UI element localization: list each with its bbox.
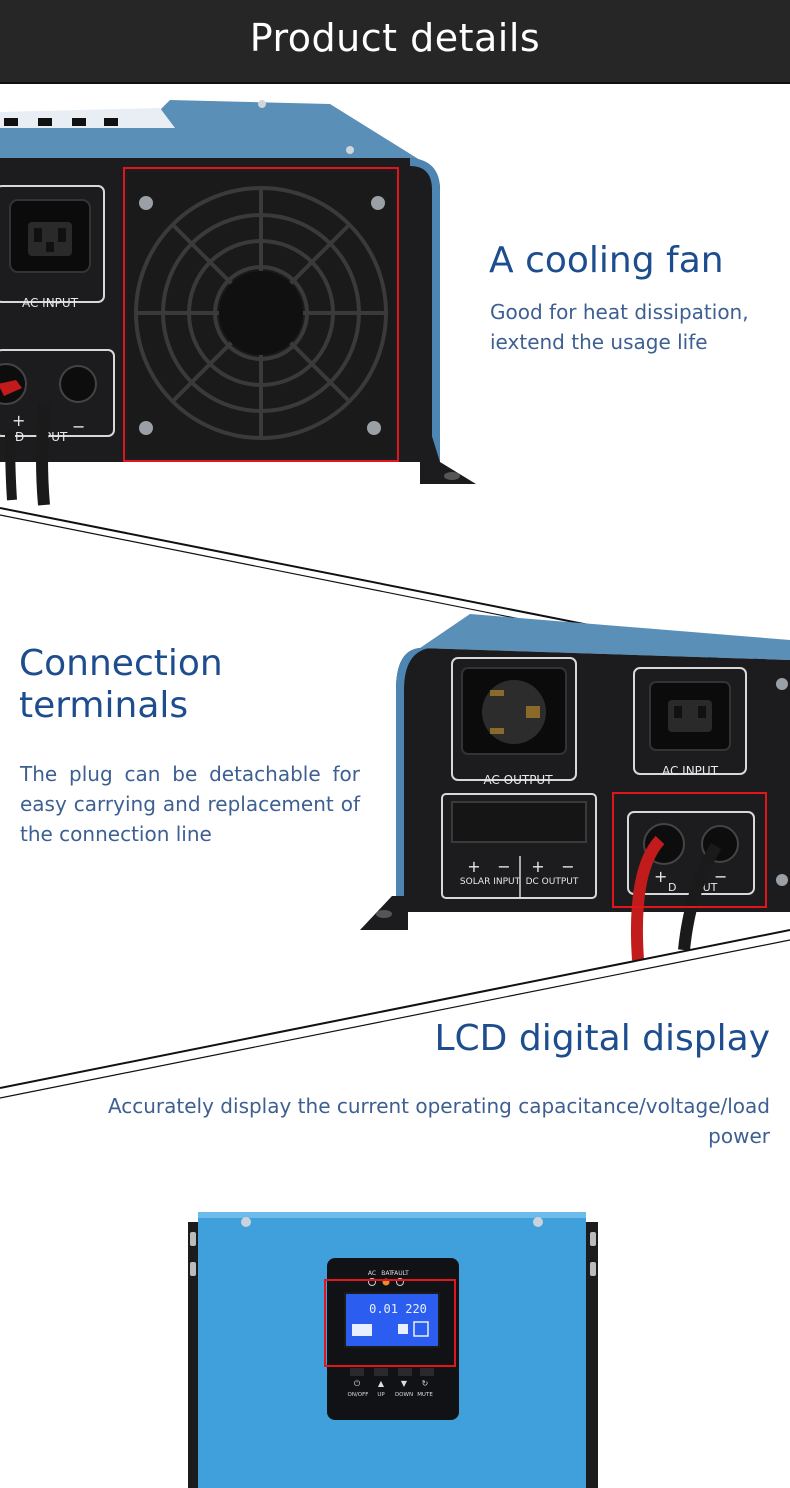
lcd-display-description: Accurately display the current operating…	[107, 1094, 770, 1148]
power-icon: ⏻	[354, 1379, 361, 1388]
connection-terminals-heading: Connection terminals	[19, 643, 223, 726]
cooling-fan-heading: A cooling fan	[489, 240, 724, 281]
mute-button-label: MUTE	[417, 1392, 433, 1398]
inverter-front-lcd-photo: AC BAT FAULT 0.01 220 ⏻ ▲ ▼ ↻ ON/OFF UP …	[188, 1212, 598, 1488]
ac-input-label-2: AC INPUT	[662, 764, 719, 778]
fan-highlight-box	[123, 167, 399, 462]
svg-text:+: +	[467, 857, 480, 876]
divider-line-2	[0, 929, 790, 1089]
svg-text:+: +	[12, 411, 25, 430]
mute-icon: ↻	[422, 1379, 429, 1388]
dc-input-label-left: D	[15, 430, 24, 444]
dc-input-label-right: PUT	[44, 430, 68, 444]
up-arrow-icon: ▲	[378, 1379, 385, 1388]
connection-terminals-description: The plug can be detachable for easy carr…	[20, 762, 360, 846]
onoff-button-label: ON/OFF	[348, 1392, 369, 1398]
header-bar: Product details	[0, 0, 790, 84]
up-button-label: UP	[377, 1392, 385, 1398]
svg-text:+: +	[531, 857, 544, 876]
inverter-fan-side-photo: AC INPUT + − D PUT	[0, 100, 476, 506]
svg-text:+: +	[654, 867, 667, 886]
ac-output-label: AC OUTPUT	[483, 773, 553, 787]
inverter-terminals-photo: AC OUTPUT AC INPUT + − + − SOLAR INPUT D…	[360, 614, 790, 961]
svg-text:−: −	[714, 867, 727, 886]
svg-text:−: −	[561, 857, 574, 876]
down-arrow-icon: ▼	[401, 1379, 408, 1388]
ac-input-label: AC INPUT	[22, 296, 79, 310]
solar-input-label: SOLAR INPUT	[460, 877, 521, 887]
lcd-highlight-box	[324, 1279, 456, 1367]
dc-output-label: DC OUTPUT	[526, 877, 579, 887]
svg-text:−: −	[497, 857, 510, 876]
indicator-bat-label: BAT	[381, 1270, 393, 1277]
cooling-fan-description: Good for heat dissipation, iextend the u…	[490, 300, 749, 354]
svg-text:−: −	[72, 417, 85, 436]
terminals-highlight-box	[612, 792, 767, 908]
dc-input-label-left-2: D	[668, 881, 676, 894]
lcd-readout: 0.01 220	[369, 1302, 427, 1316]
lcd-display-heading: LCD digital display	[434, 1018, 770, 1059]
down-button-label: DOWN	[395, 1392, 413, 1398]
indicator-fault-label: FAULT	[391, 1270, 409, 1277]
page-title: Product details	[249, 16, 541, 60]
indicator-ac-label: AC	[368, 1270, 376, 1277]
